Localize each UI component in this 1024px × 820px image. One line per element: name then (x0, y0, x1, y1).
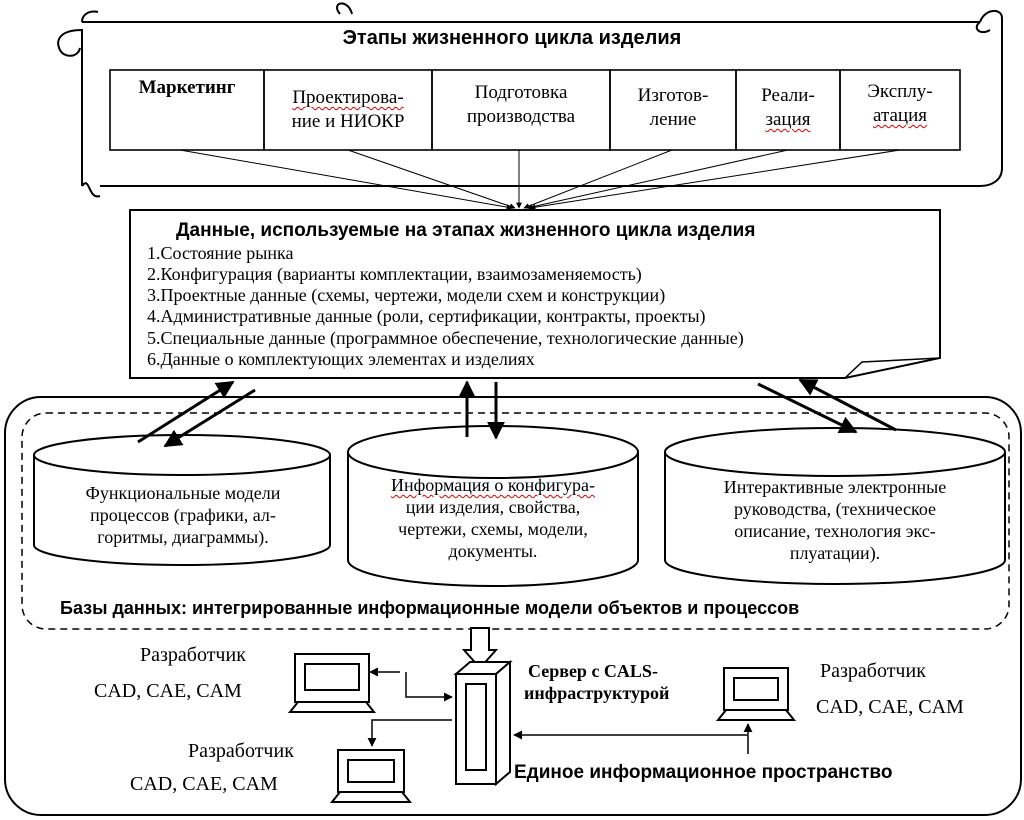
databases-caption: Базы данных: интегрированные информацион… (60, 598, 800, 618)
stage-arrows (179, 149, 901, 211)
developer-2-role: Разработчик (188, 740, 294, 762)
db-cylinders (33, 425, 1006, 587)
stage-manufacturing: Изготов- ление (610, 84, 736, 164)
stage-label: Проектирова- (292, 87, 404, 108)
info-space-label: Единое информационное пространство (514, 762, 893, 783)
stage-label-2: атация (873, 105, 927, 126)
computer-icon-3 (715, 667, 797, 721)
db-text-line: Информация о конфигура- (391, 475, 595, 495)
db-text-line: чертежи, схемы, модели, (398, 519, 588, 539)
db-exchange-arrows (137, 378, 897, 448)
stage-marketing: Маркетинг (110, 76, 264, 156)
data-item: 3.Проектные данные (схемы, чертежи, моде… (147, 285, 666, 305)
developer-3-tools: CAD, CAE, CAM (816, 696, 964, 718)
db-electronic-manuals: Интерактивные электронные руководства, (… (670, 476, 1000, 564)
data-block-frame (129, 209, 941, 379)
data-item: 6.Данные о комплектующих элементах и изд… (147, 349, 535, 369)
db-text-line: описание, технология экс- (734, 521, 936, 541)
stage-sales: Реали- зация (736, 84, 840, 164)
lifecycle-scroll (57, 2, 1003, 198)
db-text-line: ции изделия, свойства, (405, 497, 581, 517)
db-text-line: процессов (графики, ал- (90, 505, 276, 525)
stage-production-prep: Подготовка производства (432, 81, 610, 161)
data-item: 5.Специальные данные (программное обеспе… (147, 328, 744, 348)
db-text-line: Функциональные модели (85, 483, 281, 503)
stage-label: Эксплу- (867, 81, 933, 102)
db-text-line: Интерактивные электронные (723, 477, 947, 497)
network-links (367, 667, 753, 754)
info-space-frame (4, 396, 1022, 816)
developer-1-role: Разработчик (140, 644, 246, 666)
db-text-line: горитмы, диаграммы). (97, 527, 269, 547)
stage-label: Подготовка (474, 82, 568, 103)
computer-icon-2 (329, 749, 413, 803)
stage-design: Проектирова- ние и НИОКР (264, 86, 432, 166)
data-item: 4.Административные данные (роли, сертифи… (147, 306, 706, 326)
db-functional-models: Функциональные модели процессов (графики… (40, 482, 326, 548)
data-item: 1.Состояние рынка (147, 243, 294, 263)
db-configuration-info: Информация о конфигура- ции изделия, сво… (352, 474, 634, 562)
stage-label-2: производства (466, 106, 576, 127)
developer-2-tools: CAD, CAE, CAM (130, 773, 278, 795)
server-label-line: Сервер с CALS- (528, 661, 658, 681)
db-text-line: документы. (448, 541, 538, 561)
data-item: 2.Конфигурация (варианты комплектации, в… (147, 264, 642, 284)
stage-label-2: зация (765, 109, 811, 130)
server-label: Сервер с CALS- инфраструктурой (524, 660, 669, 704)
server-input-arrow (461, 627, 499, 670)
db-text-line: плуатации). (789, 543, 881, 563)
developer-1-tools: CAD, CAE, CAM (94, 680, 242, 702)
computer-icon-1 (287, 653, 377, 713)
stage-label: Изготов- (637, 85, 709, 106)
stage-label-2: ние и НИОКР (291, 111, 405, 132)
stage-label-2: ление (649, 109, 697, 130)
server-label-line: инфраструктурой (524, 683, 670, 703)
data-block-title: Данные, используемые на этапах жизненног… (176, 220, 756, 241)
stage-label: Реали- (761, 85, 815, 106)
server-icon (453, 659, 513, 787)
db-text-line: руководства, (техническое (733, 499, 937, 519)
developer-3-role: Разработчик (820, 660, 926, 682)
lifecycle-title: Этапы жизненного цикла изделия (342, 27, 682, 49)
stage-operation: Эксплу- атация (840, 80, 960, 160)
stage-label: Маркетинг (138, 77, 236, 98)
databases-region (21, 412, 1010, 630)
